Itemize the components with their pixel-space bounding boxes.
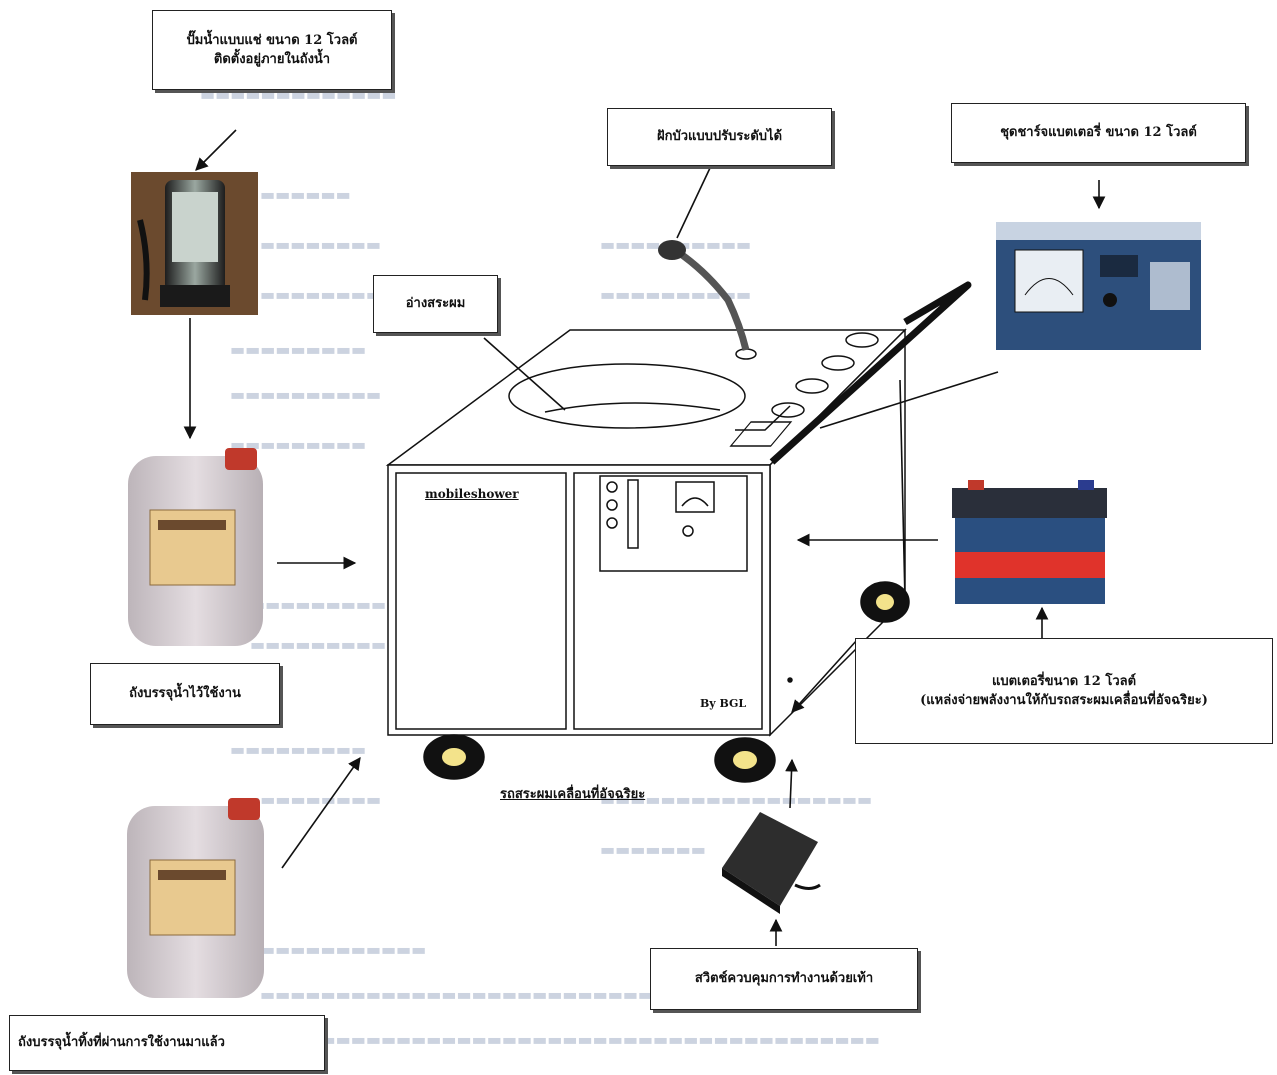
- basin-callout: อ่างสระผม: [373, 275, 498, 333]
- charger-cable: [769, 281, 972, 465]
- foot-switch-image: [722, 812, 821, 914]
- cart-caption: รถสระผมเคลื่อนที่อัจฉริยะ: [500, 787, 646, 802]
- shower-head-icon: [658, 240, 686, 260]
- clean-tank-callout-text: ถังบรรจุน้ำไว้ใช้งาน: [129, 686, 241, 702]
- bleed-text: ▬▬▬▬▬▬▬▬▬▬: [600, 285, 752, 304]
- bleed-text: ▬▬▬▬▬▬▬: [600, 840, 706, 859]
- battery-image: [952, 480, 1107, 604]
- cart-brand-label: mobileshower: [425, 487, 519, 501]
- bleed-text: ▬▬▬▬▬▬▬▬▬▬▬▬▬▬▬▬▬▬▬▬▬▬▬▬▬▬▬▬▬▬▬▬▬▬▬▬▬▬▬▬…: [260, 1030, 880, 1049]
- bleed-text: ▬▬▬▬▬▬▬▬▬▬▬: [250, 635, 417, 654]
- connector-lines: [183, 129, 1106, 946]
- bleed-text: ▬▬▬▬▬▬: [260, 185, 351, 204]
- shower-hose: [673, 247, 750, 351]
- bleed-text: ▬▬▬▬▬▬▬▬▬▬▬: [260, 940, 427, 959]
- bleed-text: ▬▬▬▬▬▬▬▬▬: [230, 340, 367, 359]
- pump-image: [131, 172, 258, 315]
- basin-callout-text: อ่างสระผม: [405, 296, 466, 312]
- cart-drawing: [385, 328, 910, 783]
- charger-callout-text: ชุดชาร์จแบตเตอรี่ ขนาด 12 โวลต์: [1000, 125, 1197, 141]
- waste-tank-image: [127, 798, 264, 998]
- bleed-text: ▬▬▬▬▬▬▬▬▬▬: [230, 385, 382, 404]
- shower-head-callout: ฝักบัวแบบปรับระดับได้: [607, 108, 832, 166]
- bleed-text: ▬▬▬▬▬▬▬▬▬▬▬▬▬▬▬▬▬▬: [600, 790, 873, 809]
- bleed-text: ▬▬▬▬▬▬▬▬▬: [230, 740, 367, 759]
- bleed-text: ▬▬▬▬▬▬▬▬▬▬: [230, 790, 382, 809]
- waste-tank-callout-text: ถังบรรจุน้ำทิ้งที่ผ่านการใช้งานมาแล้ว: [18, 1035, 225, 1051]
- foot-switch-callout-text: สวิตช์ควบคุมการทำงานด้วยเท้า: [694, 971, 874, 987]
- bleed-text: ▬▬▬▬▬▬▬▬: [260, 235, 381, 254]
- pump-callout-line2: ติดตั้งอยู่ภายในถังน้ำ: [213, 52, 331, 67]
- charger-image: [996, 222, 1201, 350]
- pump-callout-line1: ปั๊มน้ำแบบแช่ ขนาด 12 โวลต์: [186, 32, 358, 48]
- bleed-text: ▬▬▬▬▬▬▬▬▬▬: [250, 595, 402, 614]
- bleed-text: ▬▬▬▬▬▬▬▬▬: [230, 435, 367, 454]
- battery-callout-line2: (แหล่งจ่ายพลังงานให้กับรถสระผมเคลื่อนที่…: [920, 693, 1208, 708]
- shower-head-callout-text: ฝักบัวแบบปรับระดับได้: [656, 129, 783, 145]
- clean-tank-callout: ถังบรรจุน้ำไว้ใช้งาน: [90, 663, 280, 725]
- pump-callout: ปั๊มน้ำแบบแช่ ขนาด 12 โวลต์ ติดตั้งอยู่ภ…: [152, 10, 392, 90]
- bleed-text: ▬▬▬▬▬▬▬▬: [260, 285, 381, 304]
- waste-tank-callout: ถังบรรจุน้ำทิ้งที่ผ่านการใช้งานมาแล้ว: [9, 1015, 325, 1071]
- charger-callout: ชุดชาร์จแบตเตอรี่ ขนาด 12 โวลต์: [951, 103, 1246, 163]
- battery-callout: แบตเตอรี่ขนาด 12 โวลต์ (แหล่งจ่ายพลังงาน…: [855, 638, 1273, 744]
- cart-maker-label: By BGL: [700, 697, 747, 710]
- battery-callout-line1: แบตเตอรี่ขนาด 12 โวลต์: [991, 673, 1137, 689]
- clean-tank-image: [128, 448, 263, 646]
- foot-switch-callout: สวิตช์ควบคุมการทำงานด้วยเท้า: [650, 948, 918, 1010]
